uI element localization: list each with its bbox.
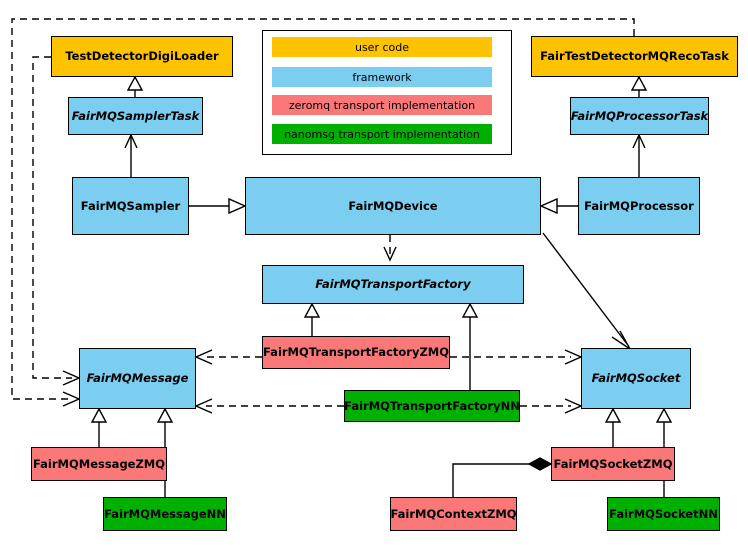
- edge-processortask-to-recotask: [630, 75, 648, 97]
- class-label-testdetectordigiloader: TestDetectorDigiLoader: [65, 49, 219, 64]
- class-label-fairmqmessagenn: FairMQMessageNN: [104, 506, 226, 521]
- edge-tfnn-to-tf: [461, 302, 479, 390]
- class-label-fairmqsocketnn: FairMQSocketNN: [609, 506, 718, 521]
- class-label-fairmqsampler: FairMQSampler: [80, 198, 181, 213]
- class-box-fairmqsampler[interactable]: FairMQSampler: [72, 177, 189, 235]
- edge-contextzmq-to-socketzmq: [452, 457, 553, 497]
- class-label-fairmqmessage: FairMQMessage: [86, 371, 189, 386]
- edge-sampler-to-device: [189, 197, 247, 215]
- edge-device-to-socket: [542, 232, 631, 350]
- edge-processor-to-processortask: [632, 133, 646, 177]
- class-box-fairmqtransportfactory[interactable]: FairMQTransportFactory: [262, 265, 524, 304]
- edge-tfzmq-to-message: [194, 349, 262, 365]
- arrowhead-open: [62, 370, 81, 407]
- class-box-fairmqtransportfactorynn[interactable]: FairMQTransportFactoryNN: [344, 390, 520, 422]
- class-label-fairmqsocket: FairMQSocket: [591, 371, 681, 386]
- edge-processor-to-device: [539, 197, 578, 215]
- edge-samplertask-to-digiloader: [126, 75, 144, 97]
- legend-item-zeromq: zeromq transport implementation: [272, 95, 492, 115]
- class-label-fairmqsamplertask: FairMQSamplerTask: [71, 108, 200, 123]
- edge-sampler-to-samplertask: [124, 133, 138, 177]
- class-label-fairmqmessagezmq: FairMQMessageZMQ: [32, 456, 166, 471]
- class-label-fairmqtransportfactorynn: FairMQTransportFactoryNN: [344, 398, 520, 413]
- class-label-fairmqcontextzmq: FairMQContextZMQ: [390, 506, 517, 521]
- class-label-fairtestdetectormqrecotask: FairTestDetectorMQRecoTask: [540, 49, 729, 64]
- legend-label-zeromq: zeromq transport implementation: [288, 98, 476, 112]
- edge-tfzmq-to-tf: [303, 302, 321, 336]
- class-label-fairmqprocessor: FairMQProcessor: [584, 198, 694, 213]
- class-box-testdetectordigiloader[interactable]: TestDetectorDigiLoader: [51, 36, 233, 77]
- class-label-fairmqprocessortask: FairMQProcessorTask: [570, 108, 709, 123]
- class-box-fairmqmessage[interactable]: FairMQMessage: [79, 348, 196, 409]
- class-box-fairtestdetectormqrecotask[interactable]: FairTestDetectorMQRecoTask: [531, 36, 738, 77]
- class-box-fairmqsocket[interactable]: FairMQSocket: [581, 348, 691, 409]
- class-box-fairmqmessagenn[interactable]: FairMQMessageNN: [103, 497, 227, 531]
- class-box-fairmqtransportfactoryzmq[interactable]: FairMQTransportFactoryZMQ: [262, 336, 450, 369]
- class-label-fairmqsocketzmq: FairMQSocketZMQ: [553, 456, 673, 471]
- edge-socketzmq-to-socket: [604, 407, 622, 447]
- class-box-fairmqprocessortask[interactable]: FairMQProcessorTask: [570, 97, 709, 135]
- legend-label-nanomsg: nanomsg transport implementation: [284, 127, 480, 141]
- class-box-fairmqcontextzmq[interactable]: FairMQContextZMQ: [390, 497, 517, 531]
- class-box-fairmqsocketnn[interactable]: FairMQSocketNN: [607, 497, 720, 531]
- class-label-fairmqdevice: FairMQDevice: [348, 198, 438, 213]
- legend-item-user-code: user code: [272, 37, 492, 57]
- legend-item-framework: framework: [272, 67, 492, 87]
- legend-label-framework: framework: [352, 70, 412, 84]
- legend-item-nanomsg: nanomsg transport implementation: [272, 124, 492, 144]
- edge-tfzmq-to-socket: [450, 349, 583, 365]
- edge-messagezmq-to-message: [90, 407, 108, 447]
- class-box-fairmqdevice[interactable]: FairMQDevice: [245, 177, 541, 235]
- class-box-fairmqprocessor[interactable]: FairMQProcessor: [578, 177, 700, 235]
- class-label-fairmqtransportfactory: FairMQTransportFactory: [315, 277, 471, 292]
- class-box-fairmqmessagezmq[interactable]: FairMQMessageZMQ: [31, 447, 167, 481]
- class-box-fairmqsocketzmq[interactable]: FairMQSocketZMQ: [551, 447, 675, 481]
- legend-label-user-code: user code: [354, 40, 410, 54]
- edge-digiloader-to-message: [32, 56, 72, 379]
- edge-tfnn-to-socket: [520, 398, 583, 414]
- edge-tfnn-to-message: [194, 398, 344, 414]
- edge-device-to-transportfactory: [383, 235, 397, 262]
- class-label-fairmqtransportfactoryzmq: FairMQTransportFactoryZMQ: [263, 345, 450, 360]
- class-box-fairmqsamplertask[interactable]: FairMQSamplerTask: [68, 97, 203, 135]
